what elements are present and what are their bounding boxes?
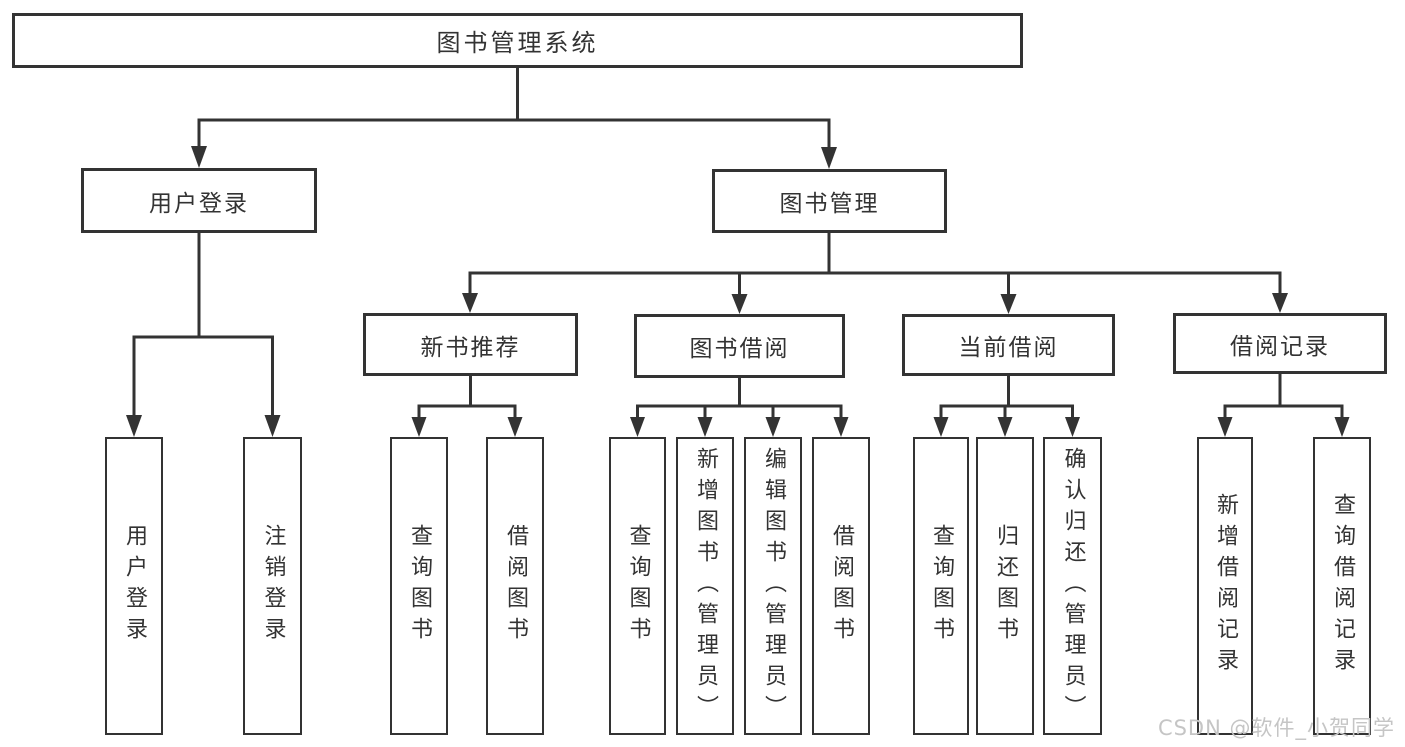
leaf-label: 注销登录	[260, 524, 286, 648]
leaf-label: 确认归还（管理员）	[1060, 446, 1086, 726]
leaf-label: 查询图书	[929, 524, 954, 648]
connector-user-login-to-leaves	[126, 231, 281, 437]
leaf-add-borrow-record: 新增借阅记录	[1197, 437, 1253, 735]
leaf-query-borrow-record: 查询借阅记录	[1313, 437, 1371, 735]
node-label: 用户登录	[149, 190, 249, 217]
node-borrowing-records: 借阅记录	[1173, 313, 1387, 374]
leaf-edit-book-admin: 编辑图书（管理员）	[744, 437, 802, 735]
node-user-login: 用户登录	[81, 168, 317, 233]
leaf-label: 用户登录	[122, 524, 147, 648]
node-book-borrowing: 图书借阅	[634, 314, 845, 378]
node-current-borrowing: 当前借阅	[902, 314, 1115, 376]
node-label: 图书管理系统	[436, 29, 599, 57]
node-label: 借阅记录	[1230, 333, 1330, 360]
leaf-label: 查询图书	[625, 524, 651, 648]
leaf-confirm-return-admin: 确认归还（管理员）	[1043, 437, 1102, 735]
node-library-management-system: 图书管理系统	[12, 13, 1023, 68]
leaf-label: 借阅图书	[503, 524, 528, 648]
leaf-label: 查询图书	[407, 524, 432, 648]
leaf-label: 新增借阅记录	[1213, 493, 1238, 679]
connector-borrow-records-to-leaves	[1217, 372, 1350, 437]
leaf-add-book-admin: 新增图书（管理员）	[676, 437, 734, 735]
leaf-return-book: 归还图书	[976, 437, 1034, 735]
connector-book-borrow-to-leaves	[630, 376, 849, 437]
node-label: 图书管理	[779, 191, 880, 217]
leaf-label: 借阅图书	[829, 524, 854, 648]
connector-current-borrow-to-leaves	[933, 374, 1080, 437]
node-book-management: 图书管理	[712, 169, 947, 233]
leaf-label: 归还图书	[993, 524, 1018, 648]
leaf-query-book-borrowing: 查询图书	[609, 437, 666, 735]
leaf-borrow-book: 借阅图书	[812, 437, 870, 735]
connector-root-to-level2	[191, 66, 837, 169]
node-label: 图书借阅	[689, 336, 790, 362]
leaf-label: 编辑图书（管理员）	[761, 446, 786, 726]
node-label: 当前借阅	[958, 335, 1059, 361]
node-label: 新书推荐	[420, 334, 521, 361]
node-new-book-recommendation: 新书推荐	[363, 313, 578, 376]
connector-book-mgmt-to-level3	[462, 231, 1288, 314]
leaf-user-login: 用户登录	[105, 437, 163, 735]
csdn-watermark: CSDN @软件_小贺同学	[1157, 716, 1395, 740]
leaf-query-book-recommend: 查询图书	[390, 437, 448, 735]
leaf-query-book-current: 查询图书	[913, 437, 969, 735]
leaf-label: 查询借阅记录	[1330, 493, 1355, 679]
connector-new-book-to-leaves	[411, 374, 523, 437]
leaf-logout: 注销登录	[243, 437, 302, 735]
leaf-label: 新增图书（管理员）	[693, 446, 718, 726]
leaf-borrow-book-recommend: 借阅图书	[486, 437, 544, 735]
